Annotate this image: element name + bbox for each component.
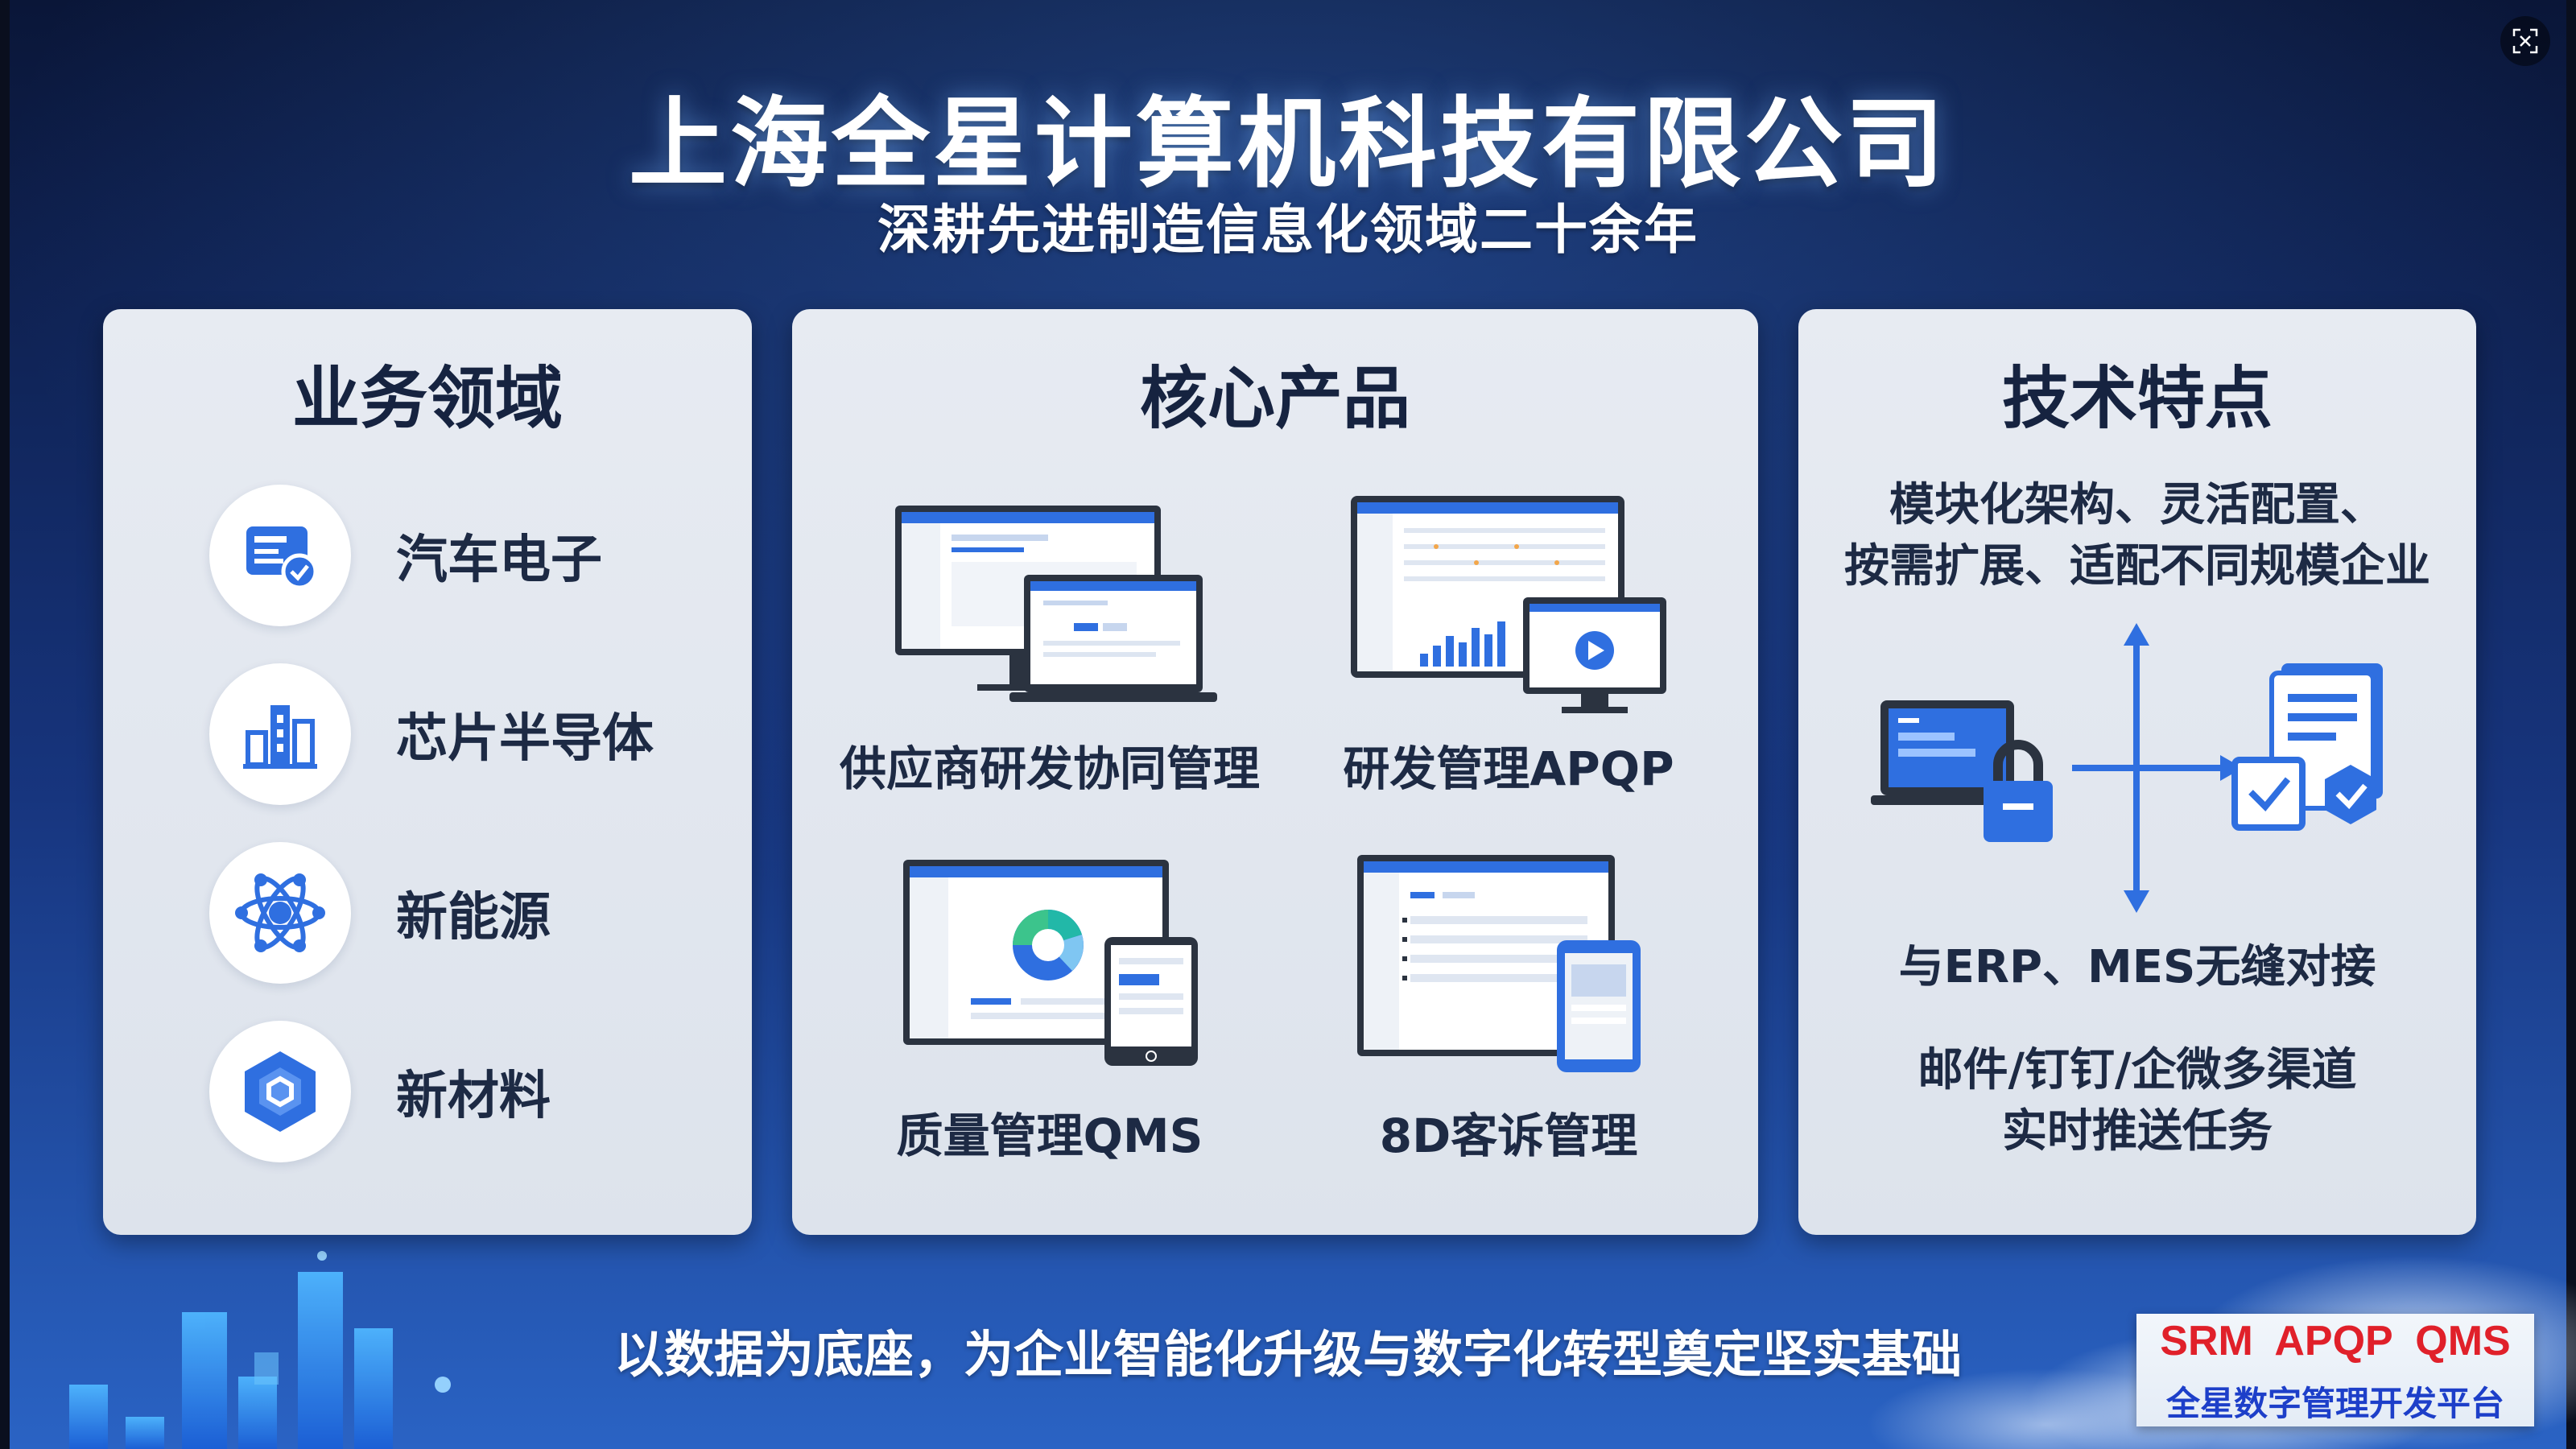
decorative-bars: [69, 1251, 451, 1449]
product-label: 质量管理QMS: [896, 1108, 1203, 1163]
page-subtitle: 深耕先进制造信息化领域二十余年: [877, 199, 1699, 261]
tech-panel: 技术特点 模块化架构、灵活配置、 按需扩展、适配不同规模企业: [1798, 309, 2476, 1235]
products-panel-title: 核心产品: [1139, 359, 1410, 438]
business-panel: 业务领域 汽车电子: [103, 309, 752, 1235]
pie-chart-tablet-icon: [903, 860, 1198, 1066]
tech-panel-title: 技术特点: [2001, 359, 2273, 438]
business-item: 汽车电子: [209, 485, 602, 626]
product-label: 研发管理APQP: [1343, 741, 1674, 796]
tech-modular-line2: 按需扩展、适配不同规模企业: [1844, 540, 2430, 592]
platform-badge: SRM APQP QMS 全星数字管理开发平台: [2136, 1314, 2534, 1426]
business-item-label: 新材料: [396, 1067, 551, 1126]
chip-card-icon: [209, 485, 351, 626]
tech-erp-mes: 与ERP、MES无缝对接: [1898, 941, 2376, 993]
tech-modular-line1: 模块化架构、灵活配置、: [1889, 479, 2385, 531]
business-item-label: 芯片半导体: [396, 709, 654, 769]
page-title: 上海全星计算机科技有限公司: [629, 87, 1947, 201]
products-panel: 核心产品 供应商研发协同管理: [792, 309, 1758, 1235]
business-panel-title: 业务领域: [291, 359, 563, 438]
product-label: 8D客诉管理: [1379, 1108, 1638, 1163]
monitor-laptop-icon: [895, 506, 1217, 702]
monitor-phone-icon: [1357, 855, 1641, 1072]
expand-icon: [2512, 28, 2538, 54]
laptop-lock-icon: [1871, 700, 2053, 842]
fullscreen-button[interactable]: [2500, 16, 2550, 66]
footer-slogan: 以数据为底座，为企业智能化升级与数字化转型奠定坚实基础: [613, 1325, 1962, 1384]
business-item: 新材料: [209, 1021, 551, 1162]
product-label: 供应商研发协同管理: [839, 741, 1260, 796]
badge-platform-name: 全星数字管理开发平台: [2165, 1384, 2504, 1423]
document-check-icon: [2231, 663, 2383, 831]
tech-push-line2: 实时推送任务: [2002, 1105, 2273, 1158]
business-item-label: 汽车电子: [396, 530, 602, 590]
business-item: 芯片半导体: [209, 663, 654, 805]
hexagon-material-icon: [209, 1021, 351, 1162]
tech-push-line1: 邮件/钉钉/企微多渠道: [1918, 1044, 2357, 1096]
integration-diagram: [1871, 623, 2383, 913]
building-chart-icon: [209, 663, 351, 805]
business-item-label: 新能源: [396, 888, 551, 947]
dashboard-video-icon: [1351, 496, 1666, 713]
badge-products: SRM APQP QMS: [2160, 1318, 2511, 1364]
atom-network-icon: [209, 842, 351, 984]
business-item: 新能源: [209, 842, 551, 984]
